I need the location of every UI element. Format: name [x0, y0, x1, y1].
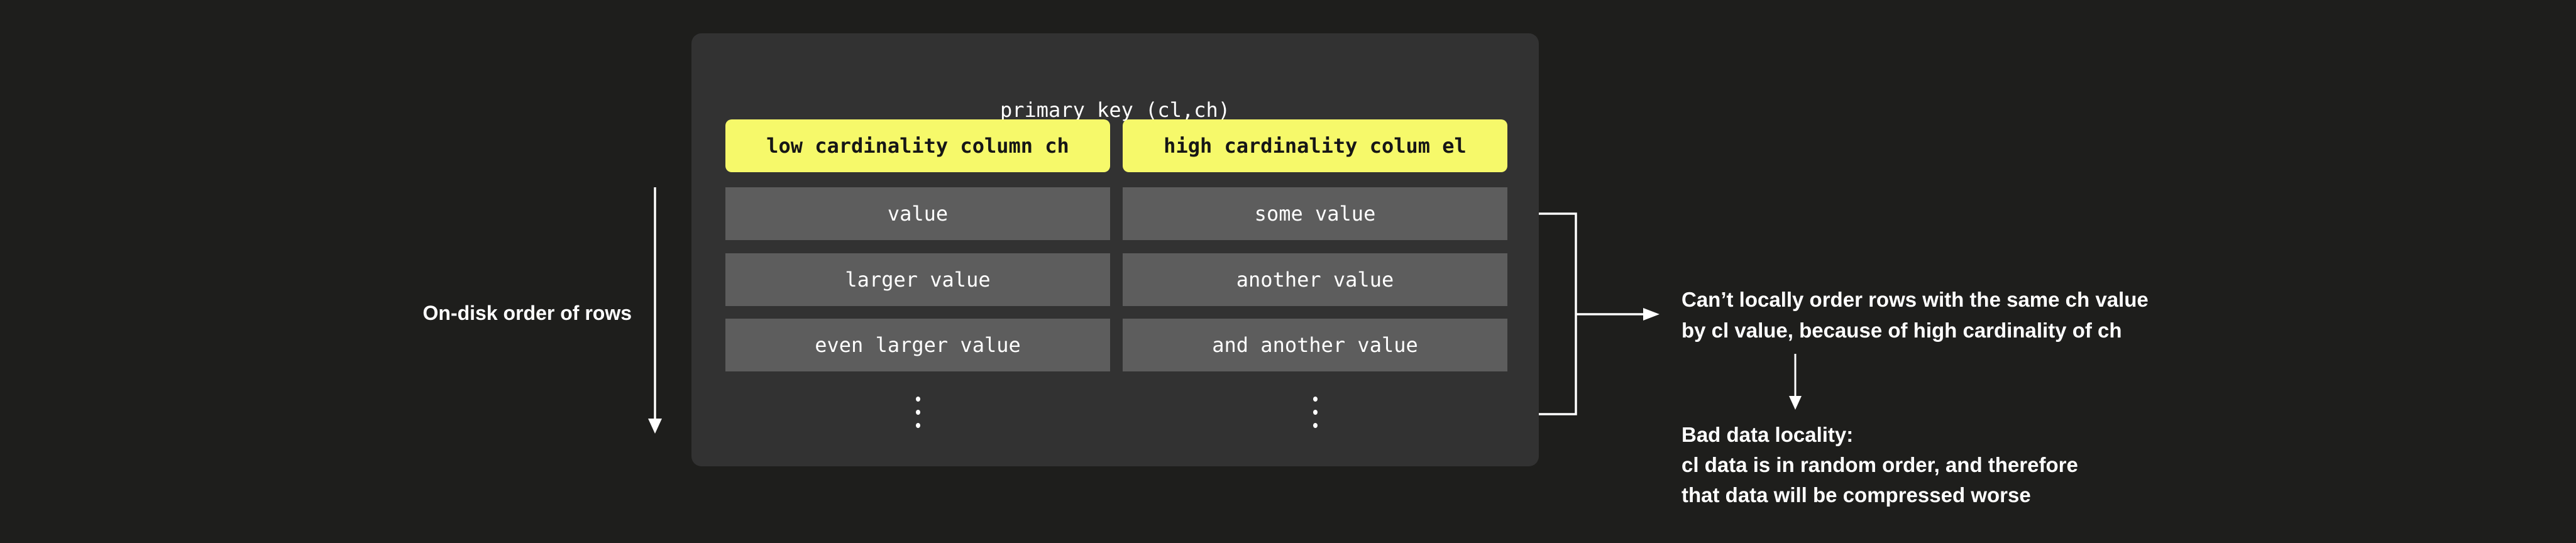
cell-even-larger-value: even larger value	[725, 319, 1110, 371]
on-disk-order-arrow	[648, 187, 662, 434]
vertical-ellipsis-icon	[915, 397, 920, 428]
note-line: by cl value, because of high cardinality…	[1682, 319, 2122, 342]
note-line: that data will be compressed worse	[1682, 483, 2031, 507]
note-line: Can’t locally order rows with the same c…	[1682, 288, 2149, 311]
column-header-low-cardinality: low cardinality column ch	[725, 119, 1110, 172]
cell-and-another-value: and another value	[1123, 319, 1507, 371]
column-header-high-cardinality: high cardinality colum el	[1123, 119, 1507, 172]
on-disk-order-label: On-disk order of rows	[422, 302, 632, 324]
vertical-ellipsis-icon	[1313, 397, 1318, 428]
panel-title: primary key (cl,ch)	[999, 98, 1231, 122]
note-bad-data-locality: Bad data locality: cl data is in random …	[1682, 420, 2078, 510]
cell-value: value	[725, 187, 1110, 240]
note-line: cl data is in random order, and therefor…	[1682, 453, 2078, 476]
cell-another-value: another value	[1123, 253, 1507, 306]
note-cant-locally-order: Can’t locally order rows with the same c…	[1682, 284, 2149, 346]
primary-key-panel: primary key (cl,ch) low cardinality colu…	[691, 33, 1539, 466]
note-down-arrow	[1789, 354, 1802, 410]
cell-some-value: some value	[1123, 187, 1507, 240]
cell-larger-value: larger value	[725, 253, 1110, 306]
note-line: Bad data locality:	[1682, 423, 1854, 446]
